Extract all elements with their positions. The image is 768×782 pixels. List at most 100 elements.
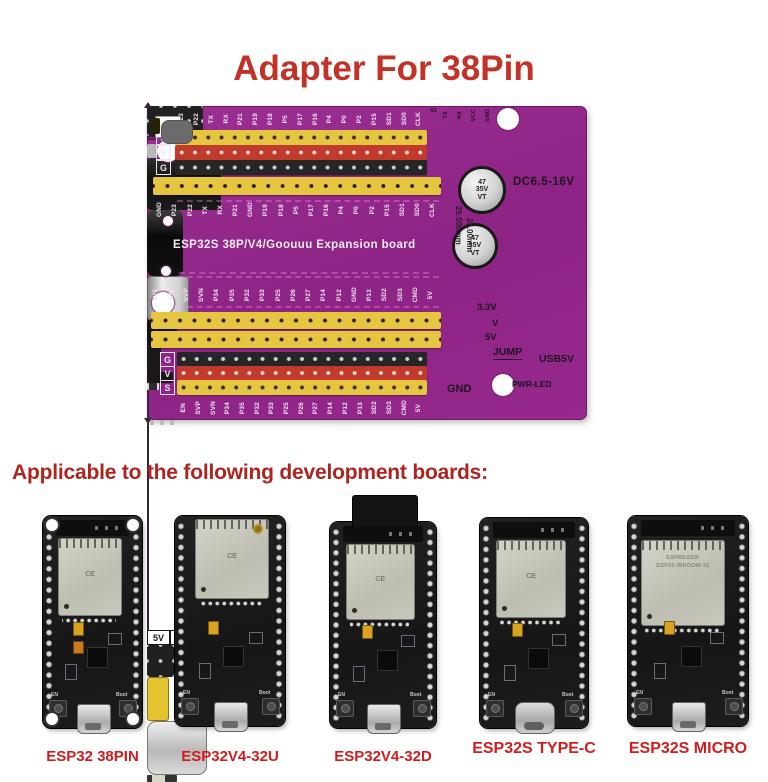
pin-label-cell: P21 xyxy=(234,108,249,130)
pin-label: P32 xyxy=(253,401,261,415)
female-header-top xyxy=(153,177,441,195)
pin-label-cell: SVP xyxy=(192,397,207,419)
board-silkscreen-title: ESP32S 38P/V4/Goouuu Expansion board xyxy=(173,239,416,251)
pin-label-cell: P5 xyxy=(279,108,294,130)
pin-label-cell: P16 xyxy=(308,108,323,130)
pin-label: P34 xyxy=(213,288,221,302)
pin-label-cell: TX xyxy=(440,104,454,126)
pin-label: SVN xyxy=(209,401,217,415)
pin-label: P33 xyxy=(268,401,276,415)
module-pin1-dot xyxy=(351,608,357,614)
jumper-label-33v: 3.3V xyxy=(477,302,497,313)
pin-label: GND xyxy=(247,202,255,218)
pin-label: P14 xyxy=(320,288,328,302)
pin-label: P18 xyxy=(267,112,275,126)
pin-label: CLK xyxy=(415,112,423,126)
pin-label-cell: P19 xyxy=(249,108,264,130)
module-antenna-trace xyxy=(58,539,122,548)
capacitor-marking: VT xyxy=(470,249,480,257)
silk-box xyxy=(249,631,263,644)
pin-label-cell: TX xyxy=(198,197,213,223)
boot-button-label: Boot xyxy=(562,692,574,698)
ce-marking: CE xyxy=(227,552,237,560)
castellation-pads xyxy=(645,627,719,634)
pin-label: P4 xyxy=(326,114,334,124)
jumper-hole xyxy=(153,118,160,134)
capacitor-marking: 35V xyxy=(475,186,489,194)
castellation-pads xyxy=(500,618,561,626)
pin-label: P23 xyxy=(171,203,179,217)
pin-label: CLK xyxy=(429,203,437,217)
pin-label-cell: P19 xyxy=(259,197,274,223)
pin-label-cell: P14 xyxy=(324,397,339,419)
boot-button-label: Boot xyxy=(116,692,128,698)
en-button-label: EN xyxy=(51,692,58,698)
pin-label: RX xyxy=(222,114,230,124)
dev-board-label: ESP32V4-32D xyxy=(334,748,432,765)
pin-label-cell: EN xyxy=(177,397,192,419)
boot-button xyxy=(262,698,280,715)
pin-label: P35 xyxy=(228,288,236,302)
pin-label: RX xyxy=(457,110,464,120)
pin-column-left xyxy=(44,521,54,723)
pin-label: P2 xyxy=(368,205,376,215)
pin-label-cell: P15 xyxy=(380,197,395,223)
micro-usb-opening xyxy=(84,723,101,730)
pin-label-cell: SD1 xyxy=(383,108,398,130)
jump-label: JUMP xyxy=(493,346,523,360)
mounting-hole xyxy=(492,374,514,396)
en-button-label: EN xyxy=(488,692,495,698)
ce-marking: CE xyxy=(85,571,95,579)
castellation-pads xyxy=(61,617,117,625)
pin-label: 3V3 xyxy=(152,288,160,302)
led-component xyxy=(361,625,373,639)
pcb-trace xyxy=(177,306,439,308)
pin-label-cell: GND xyxy=(244,197,259,223)
corner-hole xyxy=(46,519,58,531)
pin-label: EN xyxy=(180,403,188,413)
pin-column-left xyxy=(481,523,491,723)
pin-label-cell: P26 xyxy=(295,397,310,419)
pin-label: SVP xyxy=(194,401,202,415)
pin-label-cell: SD3 xyxy=(393,282,408,308)
pin-label: SD2 xyxy=(381,288,389,302)
en-button xyxy=(336,700,354,717)
micro-usb-opening xyxy=(375,723,391,730)
silk-box xyxy=(710,631,724,644)
pin-label: GND xyxy=(156,202,164,218)
dev-board-1: CE EN Boot xyxy=(43,516,142,734)
mounting-hole xyxy=(163,216,173,226)
pin-column-right xyxy=(425,527,435,723)
pin-label-cell: SD2 xyxy=(368,397,383,419)
pin-label: TX xyxy=(207,114,215,124)
silk-box xyxy=(503,665,516,681)
silk-box xyxy=(654,663,667,679)
pin-label: P33 xyxy=(259,288,267,302)
pin-label: P18 xyxy=(277,203,285,217)
pin-label-cell: P23 xyxy=(168,197,183,223)
pin-label-cell: SVN xyxy=(195,282,210,308)
pin-label: P5 xyxy=(292,205,300,215)
boot-button-label: Boot xyxy=(259,690,271,696)
micro-usb-connector xyxy=(672,702,706,732)
corner-hole xyxy=(46,713,58,725)
boot-button xyxy=(565,700,583,717)
pin-label: P19 xyxy=(262,203,270,217)
pin-label: P16 xyxy=(311,112,319,126)
esp32-module: CE xyxy=(57,538,123,617)
pin-label-cell: SD0 xyxy=(411,197,426,223)
antenna-dots xyxy=(389,532,415,536)
silk-box xyxy=(400,635,415,648)
pin-label: P27 xyxy=(312,401,320,415)
pin-label-cell: CLK xyxy=(412,108,427,130)
pin-label: SD2 xyxy=(371,401,379,415)
led-component xyxy=(208,621,219,635)
pin-label-cell: SD1 xyxy=(396,197,411,223)
arrow-head-up xyxy=(144,102,152,108)
pin-column-left xyxy=(176,521,186,721)
usb-uart-chip xyxy=(680,646,702,668)
module-marking: ESPRESSIF xyxy=(666,555,700,561)
